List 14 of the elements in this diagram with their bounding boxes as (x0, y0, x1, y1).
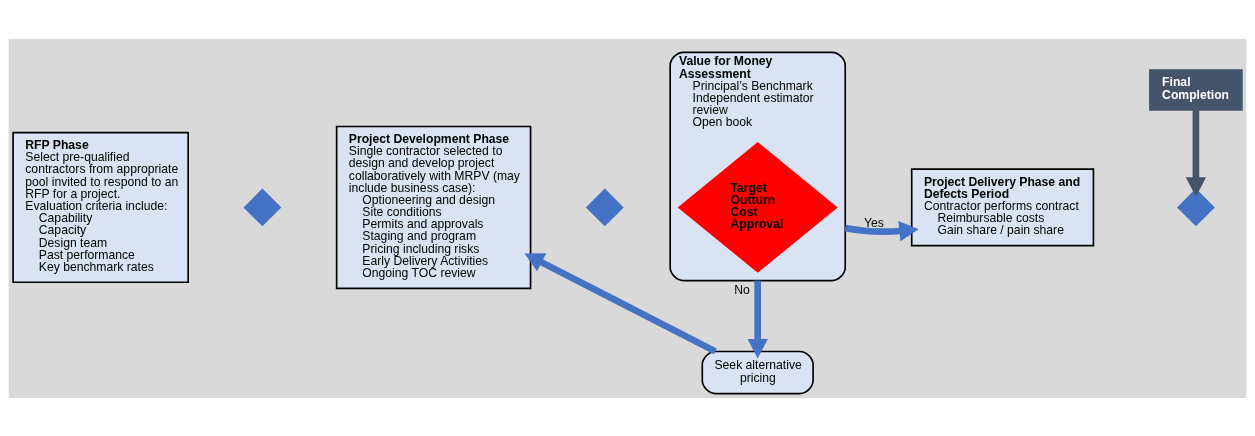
arrow (1185, 109, 1207, 197)
node-diamond (243, 188, 282, 226)
node-box: Project Development Phase Single contractor selected to design and develop project collaboratively with MRPV (may include business case): Optioneering and design Site conditions Permits and approvals Staging and program Pricing including risks Early Delivery Activities Ongoing TOC review (335, 125, 532, 289)
arrow (844, 220, 919, 241)
node-box: RFP Phase Select pre-qualified contractors from appropriate pool invited to respond to an RFP for a project. Evaluation criteria include: Capability Capacity Design team Past performance Key benchmark rates (12, 131, 189, 283)
edge-label: No (734, 282, 750, 297)
arrow (747, 280, 768, 358)
node-diamond (585, 188, 624, 226)
node-box: Final Completion (1149, 68, 1243, 111)
node-box: Seek alternative pricing (701, 350, 814, 394)
arrow (524, 252, 717, 354)
node-diamond: Target Outturn Cost Approval (677, 141, 838, 273)
edge-label: Yes (864, 215, 884, 230)
node-box: Project Delivery Phase and Defects Period Contractor performs contract Reimbursable costs Gain share / pain share (910, 167, 1095, 246)
